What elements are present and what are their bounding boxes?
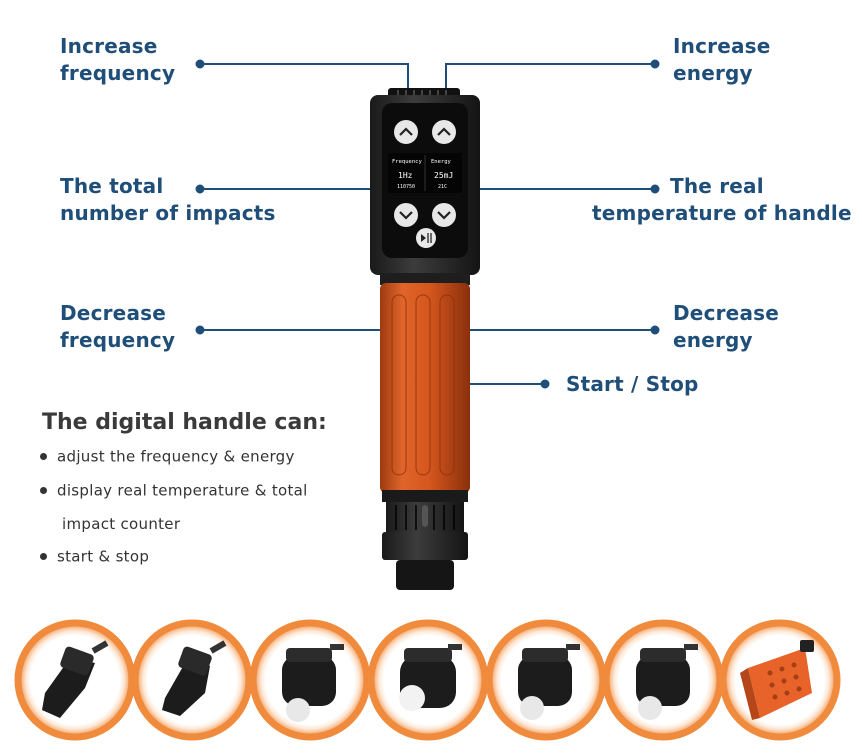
decrease-frequency-button[interactable] — [394, 203, 418, 227]
callout-decrease-frequency: Decrease frequency — [60, 301, 176, 352]
callout-decrease-energy: Decrease energy — [673, 301, 780, 352]
start-stop-button[interactable] — [416, 228, 436, 248]
chevron-down-icon — [437, 211, 451, 220]
bullet-icon — [40, 453, 47, 460]
transmitter-head-7 — [719, 619, 841, 741]
feature-item: adjust the frequency & energy — [40, 447, 295, 466]
feature-item: start & stop — [40, 547, 149, 566]
lcd-frequency-value: 1Hz — [398, 171, 413, 180]
increase-energy-button[interactable] — [432, 120, 456, 144]
lcd-energy-header: Energy — [431, 159, 452, 165]
transmitter-head-3 — [249, 619, 371, 741]
play-pause-icon — [421, 234, 426, 242]
feature-item: display real temperature & total — [40, 481, 308, 500]
decrease-energy-button[interactable] — [432, 203, 456, 227]
callout-total-impacts: The total number of impacts — [60, 174, 276, 225]
lcd-temperature-value: 21C — [438, 184, 447, 190]
chevron-down-icon — [399, 211, 413, 220]
transmitter-head-6 — [602, 619, 724, 741]
callout-increase-frequency: Increase frequency — [60, 34, 176, 85]
lcd-display: Frequency Energy 1Hz 25mJ 110750 21C — [388, 153, 462, 193]
transmitter-heads-row — [14, 619, 841, 741]
transmitter-head-5 — [485, 619, 607, 741]
bullet-icon — [40, 487, 47, 494]
handle-grip — [380, 283, 470, 493]
bullet-icon — [40, 553, 47, 560]
callout-real-temperature: The real temperature of handle — [592, 174, 852, 225]
digital-handle-device: Frequency Energy 1Hz 25mJ 110750 21C — [370, 88, 480, 590]
features-title: The digital handle can: — [42, 410, 327, 435]
increase-frequency-button[interactable] — [394, 120, 418, 144]
callout-increase-energy: Increase energy — [673, 34, 771, 85]
callout-start-stop: Start / Stop — [566, 372, 699, 396]
feature-item-continuation: impact counter — [62, 514, 181, 533]
transmitter-head-2 — [131, 619, 253, 741]
lcd-energy-value: 25mJ — [434, 171, 453, 180]
chevron-up-icon — [437, 127, 451, 136]
lcd-impacts-value: 110750 — [397, 184, 415, 190]
lcd-frequency-header: Frequency — [392, 159, 422, 165]
transmitter-head-4 — [367, 619, 489, 741]
transmitter-head-1 — [14, 619, 136, 741]
chevron-up-icon — [399, 127, 413, 136]
